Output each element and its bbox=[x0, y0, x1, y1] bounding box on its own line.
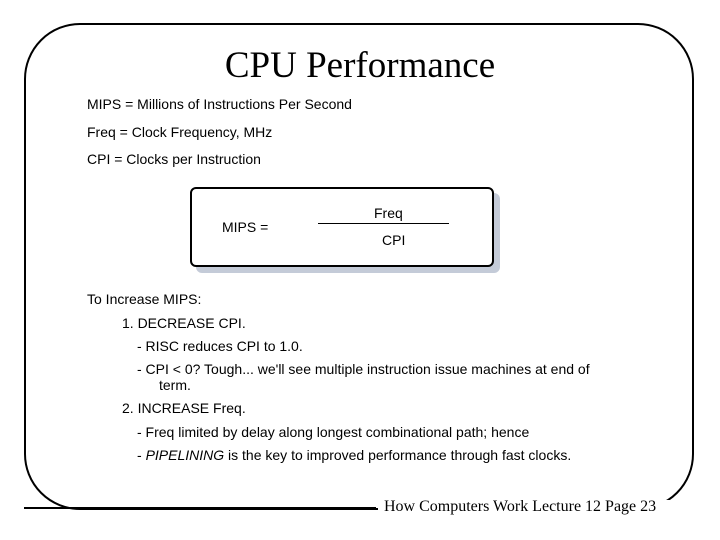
item2-heading: 2. INCREASE Freq. bbox=[122, 400, 246, 416]
item1-bullet1: - RISC reduces CPI to 1.0. bbox=[137, 338, 303, 354]
increase-heading: To Increase MIPS: bbox=[87, 291, 202, 307]
item2-bullet1: - Freq limited by delay along longest co… bbox=[137, 424, 530, 440]
formula-box bbox=[190, 187, 494, 267]
formula-lhs: MIPS = bbox=[222, 219, 269, 235]
frame-gap bbox=[378, 500, 698, 518]
formula-denominator: CPI bbox=[382, 232, 406, 248]
formula-numerator: Freq bbox=[374, 205, 403, 221]
definition-cpi: CPI = Clocks per Instruction bbox=[87, 151, 261, 167]
footer-rule bbox=[24, 507, 376, 509]
item2-bullet2-rest: is the key to improved performance throu… bbox=[224, 447, 572, 463]
item1-heading: 1. DECREASE CPI. bbox=[122, 315, 246, 331]
fraction-bar bbox=[318, 223, 449, 224]
item1-bullet2-line2: term. bbox=[159, 377, 191, 393]
item2-bullet2-prefix: - bbox=[137, 447, 146, 463]
definition-freq: Freq = Clock Frequency, MHz bbox=[87, 124, 273, 140]
item1-bullet2-line1: - CPI < 0? Tough... we'll see multiple i… bbox=[137, 361, 590, 377]
pipelining-emphasis: PIPELINING bbox=[145, 447, 225, 463]
slide-footer: How Computers Work Lecture 12 Page 23 bbox=[384, 498, 657, 515]
slide-frame bbox=[24, 23, 694, 510]
slide-title: CPU Performance bbox=[224, 45, 496, 86]
definition-mips: MIPS = Millions of Instructions Per Seco… bbox=[87, 96, 352, 112]
item2-bullet2: - PIPELINING is the key to improved perf… bbox=[137, 447, 571, 464]
